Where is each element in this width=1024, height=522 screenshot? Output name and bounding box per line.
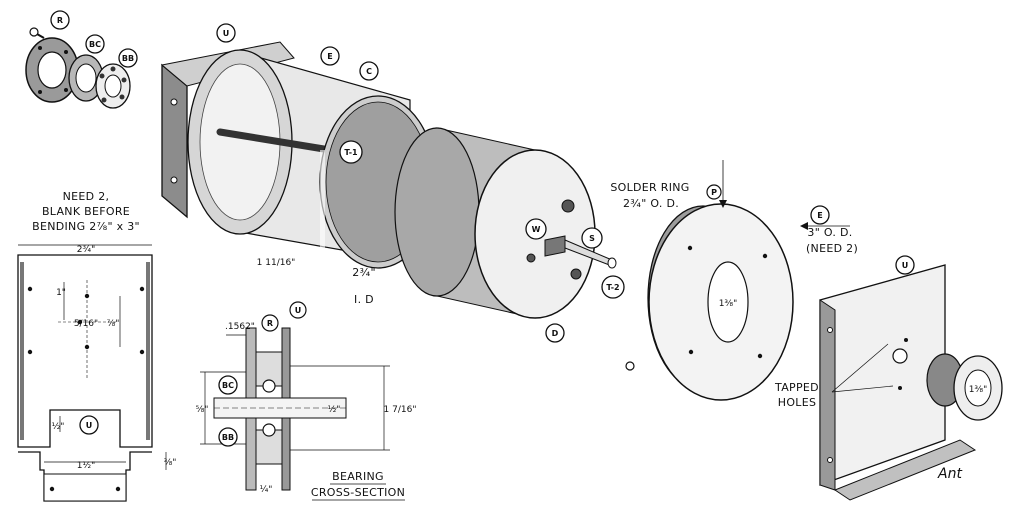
- note-id-line1: 2¾": [352, 266, 376, 279]
- bearing-cross-section: [200, 327, 390, 491]
- dim-1562: .1562": [225, 322, 255, 332]
- note-need2-line2: BLANK BEFORE: [42, 205, 130, 218]
- svg-text:P: P: [711, 188, 717, 197]
- note-solder-ring-line1: SOLDER RING: [610, 181, 689, 194]
- bearing-parts-exploded: [25, 27, 131, 109]
- bracket-flat-pattern: [17, 244, 167, 502]
- rotor-drum-d: [394, 127, 617, 319]
- dim-1-half: 1½": [77, 461, 96, 471]
- callout-r: R: [50, 10, 70, 30]
- ball-bearing-bb: [95, 63, 131, 109]
- artist-signature: Ant: [937, 466, 962, 482]
- callout-u-right: U: [895, 255, 915, 275]
- svg-text:E: E: [817, 211, 822, 220]
- dim-width-top: 2¾": [77, 245, 96, 255]
- retainer-flange-r: [25, 37, 79, 103]
- callout-c: C: [359, 61, 379, 81]
- dim-1-11-16: 1 11/16": [257, 258, 296, 268]
- callout-d: D: [545, 323, 565, 343]
- callout-e-right: E: [810, 205, 830, 225]
- svg-text:R: R: [267, 319, 273, 328]
- dim-half: ½": [52, 422, 65, 432]
- dim-1-3-8-plate: 1⅜": [719, 299, 738, 309]
- svg-text:U: U: [86, 421, 93, 430]
- svg-text:BB: BB: [222, 433, 234, 442]
- callout-u-top: U: [216, 23, 236, 43]
- note-need2-line3: BENDING 2⅞" x 3": [32, 220, 140, 233]
- note-e-od-line2: (NEED 2): [806, 242, 858, 255]
- dim-quarter: ¼": [260, 485, 273, 495]
- callout-t2: T-2: [601, 275, 625, 299]
- end-bracket-right: [819, 264, 1003, 501]
- note-solder-ring-line2: 2¾" O. D.: [623, 197, 679, 210]
- callout-u-pattern: U: [79, 415, 99, 435]
- svg-text:E: E: [327, 52, 332, 61]
- svg-text:D: D: [552, 329, 559, 338]
- svg-text:R: R: [57, 16, 63, 25]
- note-need2-line1: NEED 2,: [63, 190, 110, 203]
- note-id-line2: I. D: [354, 293, 374, 306]
- callout-bc-section: BC: [218, 375, 238, 395]
- callout-p: P: [706, 184, 722, 200]
- dim-1-7-16: 1 7/16": [384, 405, 417, 415]
- note-e-od-line1: 3" O. D.: [807, 226, 852, 239]
- svg-text:C: C: [366, 67, 372, 76]
- callout-w: W: [525, 218, 547, 240]
- dim-shaft: ½": [328, 405, 341, 415]
- callout-e-top: E: [320, 46, 340, 66]
- callout-bc: BC: [85, 34, 105, 54]
- callout-s: S: [581, 227, 603, 249]
- svg-text:U: U: [295, 306, 302, 315]
- screw-small: [29, 27, 45, 39]
- bearing-cup-bc: [68, 54, 104, 102]
- svg-text:T-1: T-1: [344, 148, 358, 157]
- svg-text:BC: BC: [222, 381, 234, 390]
- dim-5-8: ⅝": [196, 405, 209, 415]
- dim-3-8: ⅜": [164, 458, 177, 468]
- callout-t1: T-1: [339, 140, 363, 164]
- svg-text:W: W: [532, 225, 541, 234]
- callout-r-section: R: [261, 314, 279, 332]
- dim-1-3-8-flange: 1⅜": [969, 385, 988, 395]
- dim-1in: 1": [56, 288, 66, 298]
- callout-bb-section: BB: [218, 427, 238, 447]
- svg-text:U: U: [902, 261, 909, 270]
- note-tapped-holes-line1: TAPPED: [774, 381, 819, 394]
- callout-bb: BB: [118, 48, 138, 68]
- svg-text:T-2: T-2: [606, 283, 619, 292]
- note-tapped-holes-line2: HOLES: [778, 396, 817, 409]
- svg-text:BC: BC: [89, 40, 101, 49]
- svg-text:S: S: [589, 234, 595, 243]
- dim-7-8: ⅞": [107, 319, 120, 329]
- svg-text:BB: BB: [122, 54, 134, 63]
- end-plate-e: [625, 160, 850, 401]
- callout-u-section: U: [289, 301, 307, 319]
- note-bearing-title-line2: CROSS-SECTION: [311, 486, 405, 499]
- dim-5-16: 5/16": [74, 319, 98, 329]
- svg-text:U: U: [223, 29, 230, 38]
- note-bearing-title-line1: BEARING: [332, 470, 384, 483]
